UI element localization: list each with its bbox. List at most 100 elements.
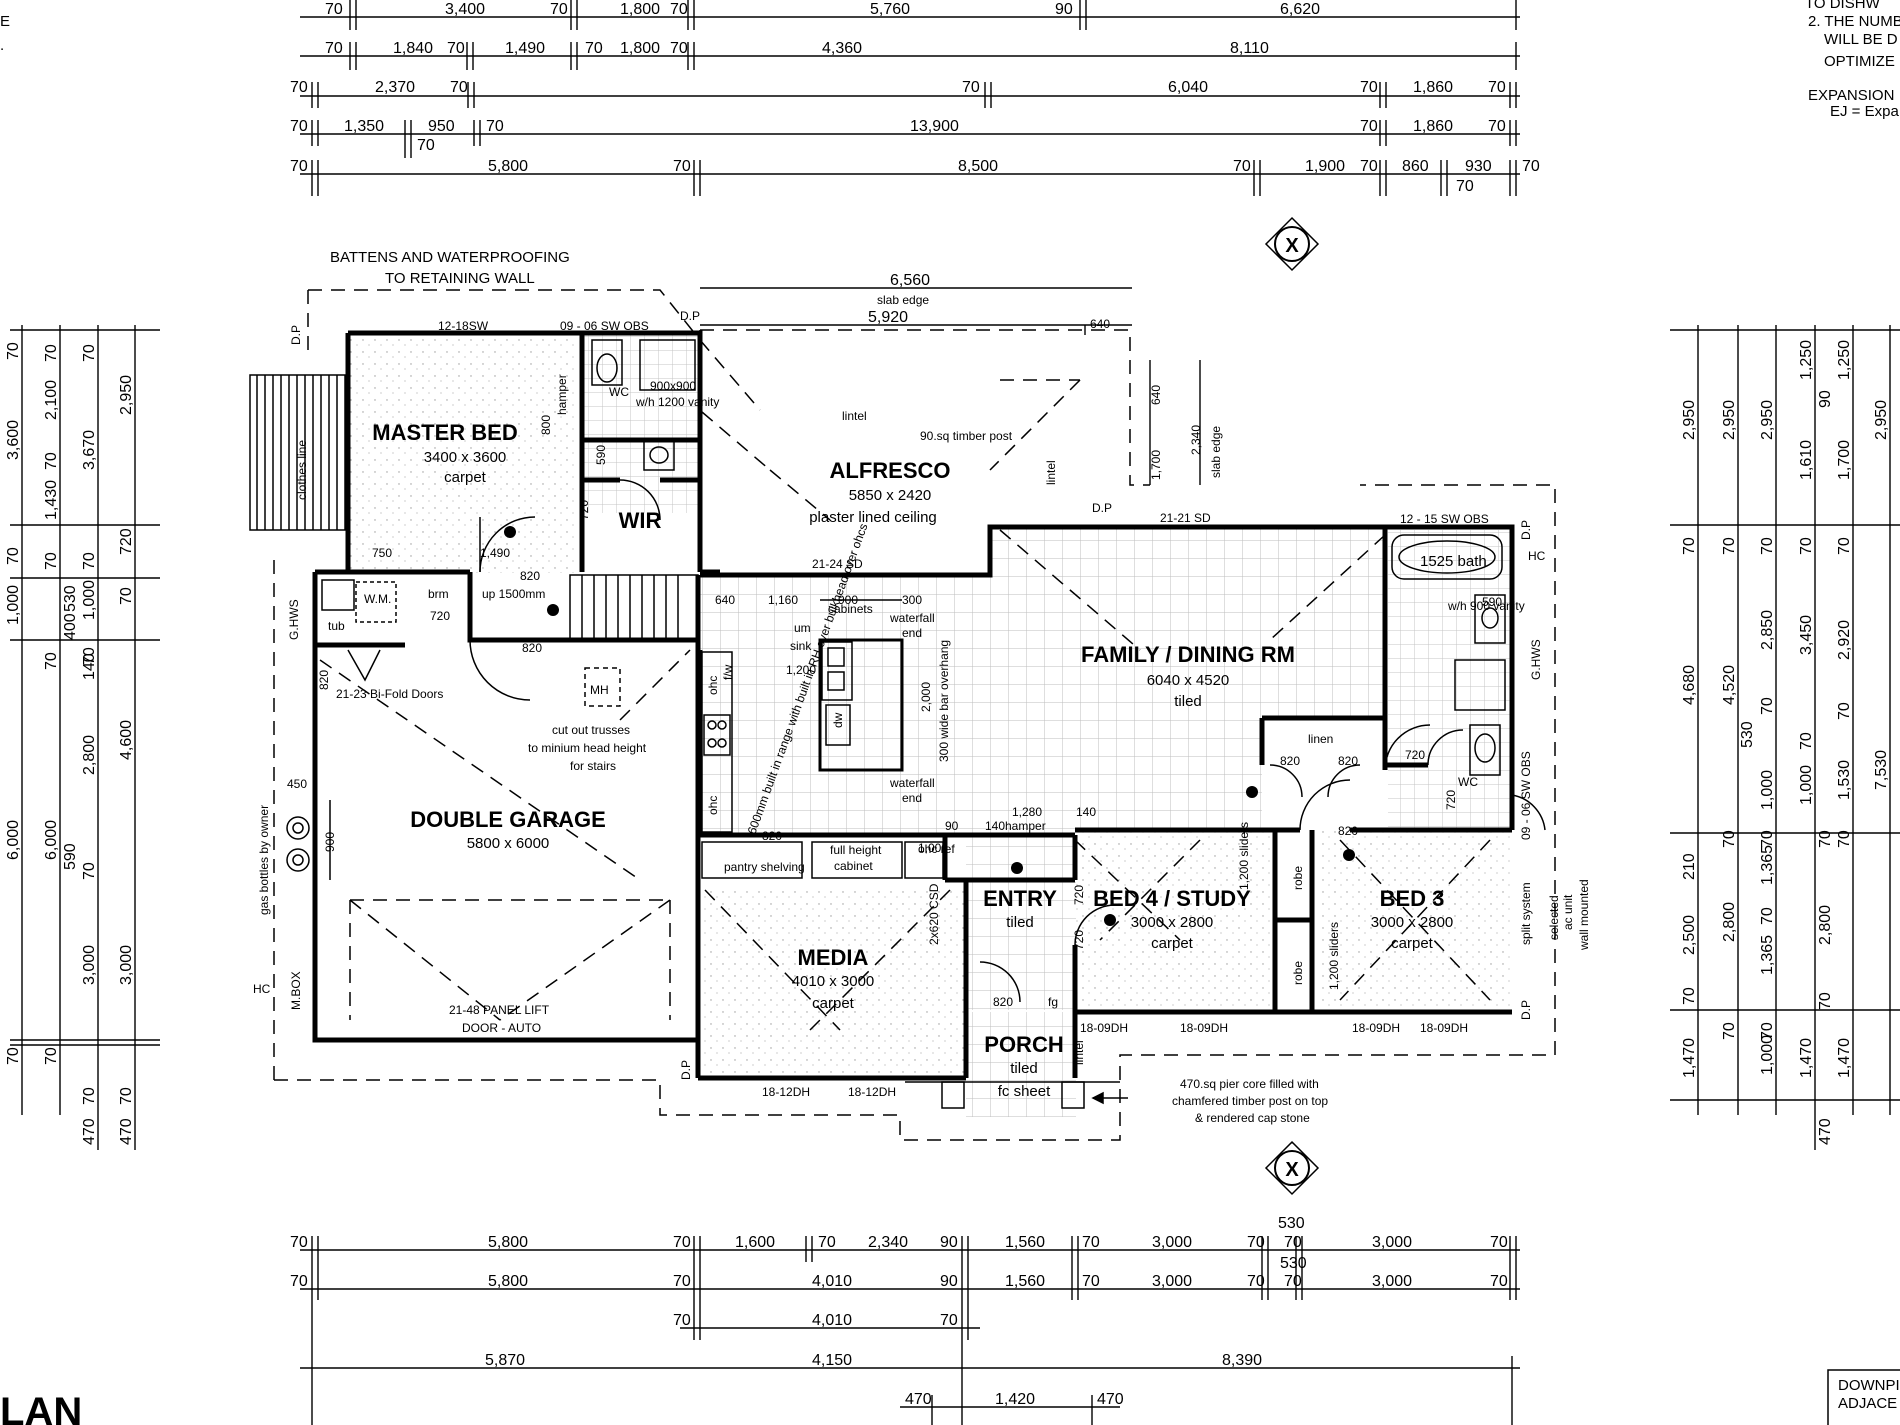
door-720-3: 720	[1405, 748, 1425, 762]
dim-r5-6: 1,530	[1836, 760, 1853, 800]
downpipe-3: D.P	[1092, 501, 1112, 515]
dim-r6-1: 2,950	[1873, 400, 1890, 440]
dim-l1-4: 1,000	[5, 585, 22, 625]
dim-r2-7: 70	[1721, 1022, 1738, 1040]
dim-r3-5: 1,000	[1759, 770, 1776, 810]
dim-b1-7: 90	[940, 1234, 958, 1251]
dim-450: 450	[287, 777, 307, 791]
dim-l3-3: 3,670	[81, 430, 98, 470]
ohc-b: ohc	[706, 796, 720, 815]
dim-r4-8: 70	[1817, 830, 1834, 848]
dim-90-k: 90	[945, 819, 959, 833]
dim-l3-1: 70	[81, 344, 98, 362]
dim-t2-2: 1,840	[393, 40, 433, 57]
notes-left: E .	[0, 13, 10, 54]
dim-b5-2: 1,420	[995, 1391, 1035, 1408]
dim-b2-10: 530	[1280, 1255, 1307, 1272]
room-porch-finish-2: fc sheet	[998, 1083, 1051, 1100]
ohc-a: ohc	[706, 676, 720, 695]
hose-cock-a: HC	[253, 982, 271, 996]
dim-b4-2: 4,150	[812, 1352, 852, 1369]
dim-t2-9: 8,110	[1230, 40, 1269, 57]
timber-post: 90.sq timber post	[920, 429, 1013, 443]
waterfall-1a: waterfall	[889, 611, 935, 625]
panel-lift-2: DOOR - AUTO	[462, 1021, 541, 1035]
door-820-3: 820	[762, 829, 782, 843]
dim-r4-3: 1,610	[1798, 440, 1815, 480]
dim-b1-8: 1,560	[1005, 1234, 1045, 1251]
dim-640-b: 640	[1090, 317, 1110, 331]
dim-t4-7: 70	[1360, 118, 1378, 135]
ac-unit: ac unit	[1561, 894, 1575, 930]
dim-b4-1: 5,870	[485, 1352, 525, 1369]
door-820-7: 820	[993, 995, 1013, 1009]
vanity-a: w/h 1200 vanity	[635, 395, 719, 409]
dim-r4-9: 2,800	[1817, 905, 1834, 945]
ac-wall-mounted: wall mounted	[1577, 879, 1591, 951]
dim-590-b: 590	[1482, 595, 1502, 609]
note-r5: EXPANSION	[1808, 87, 1894, 104]
dim-t3-8: 70	[1488, 79, 1506, 96]
dim-t2-6: 1,800	[620, 40, 660, 57]
dim-r2-5: 70	[1721, 830, 1738, 848]
cut-trusses-1: cut out trusses	[552, 723, 630, 737]
dim-l1-5: 6,000	[5, 820, 22, 860]
dim-l2-6: 400	[62, 613, 79, 640]
vanity-b: w/h 900 vanity	[1447, 599, 1525, 613]
dim-b2-8: 3,000	[1152, 1273, 1192, 1290]
dim-b3-3: 70	[940, 1312, 958, 1329]
dim-l2-4: 1,430	[43, 480, 60, 520]
note-l1: E	[0, 13, 10, 30]
dim-l2-7: 530	[62, 585, 79, 612]
dim-r1-3: 4,680	[1681, 665, 1698, 705]
dim-750: 750	[372, 546, 392, 560]
dishwasher: dw	[831, 712, 845, 728]
dim-l4-2: 720	[118, 528, 135, 555]
dim-1200-k: 1,200	[786, 663, 816, 677]
dim-5920: 5,920	[868, 309, 908, 326]
dim-l4-3: 70	[118, 587, 135, 605]
section-marker-bottom: X	[1285, 1159, 1299, 1181]
dim-t2-3: 70	[447, 40, 465, 57]
lintel-b: lintel	[1044, 460, 1058, 485]
roof-lines	[319, 339, 1491, 1031]
waterfall-2a: waterfall	[889, 776, 935, 790]
downpipe-1: D.P	[289, 325, 303, 345]
dim-t2-8: 4,360	[822, 40, 862, 57]
slab-edge-b: slab edge	[1209, 426, 1223, 478]
dim-r3-8: 70	[1759, 907, 1776, 925]
room-master-bed-name: MASTER BED	[372, 420, 517, 445]
dim-r5-5: 70	[1836, 702, 1853, 720]
dim-r5-1: 1,250	[1836, 340, 1853, 380]
dim-t5-11: 70	[1522, 158, 1540, 175]
sliders-a: 1,200 sliders	[1237, 822, 1251, 890]
dim-t3-5: 6,040	[1168, 79, 1208, 96]
room-alfresco-size: 5850 x 2420	[849, 487, 932, 504]
dim-t5-6: 1,900	[1305, 158, 1345, 175]
dim-b1-12: 530	[1278, 1215, 1305, 1232]
room-media-name: MEDIA	[798, 945, 869, 970]
window-1218: 12-18SW	[438, 319, 489, 333]
window-0906-b: 09 - 06 SW OBS	[1519, 751, 1533, 840]
dim-140-b: 140	[1076, 805, 1096, 819]
hot-water-b: G.HWS	[1529, 639, 1543, 680]
dim-l3-5: 70	[81, 647, 98, 665]
dim-r5-7: 70	[1836, 830, 1853, 848]
dim-r2-6: 2,800	[1721, 902, 1738, 942]
dim-b2-1: 70	[290, 1273, 308, 1290]
bath: 1525 bath	[1420, 553, 1487, 570]
door-820-8: 820	[317, 670, 331, 690]
manhole: MH	[590, 683, 609, 697]
section-markers: X X	[1264, 216, 1320, 1196]
room-bed3-size: 3000 x 2800	[1371, 914, 1454, 931]
top-dimensions: 70 3,400 70 1,800 70 5,760 90 6,620 70 1…	[290, 0, 1540, 196]
room-bed4-name: BED 4 / STUDY	[1093, 886, 1251, 911]
dim-t3-4: 70	[962, 79, 980, 96]
dim-590-a: 590	[594, 445, 608, 465]
dim-l3-9: 70	[81, 862, 98, 880]
dim-b1-13: 70	[1284, 1234, 1302, 1251]
window-0906-a: 09 - 06 SW OBS	[560, 319, 649, 333]
plan-labels: BATTENS AND WATERPROOFING TO RETAINING W…	[253, 249, 1591, 1125]
dim-r4-4: 70	[1798, 537, 1815, 555]
dim-b1-14: 3,000	[1372, 1234, 1412, 1251]
